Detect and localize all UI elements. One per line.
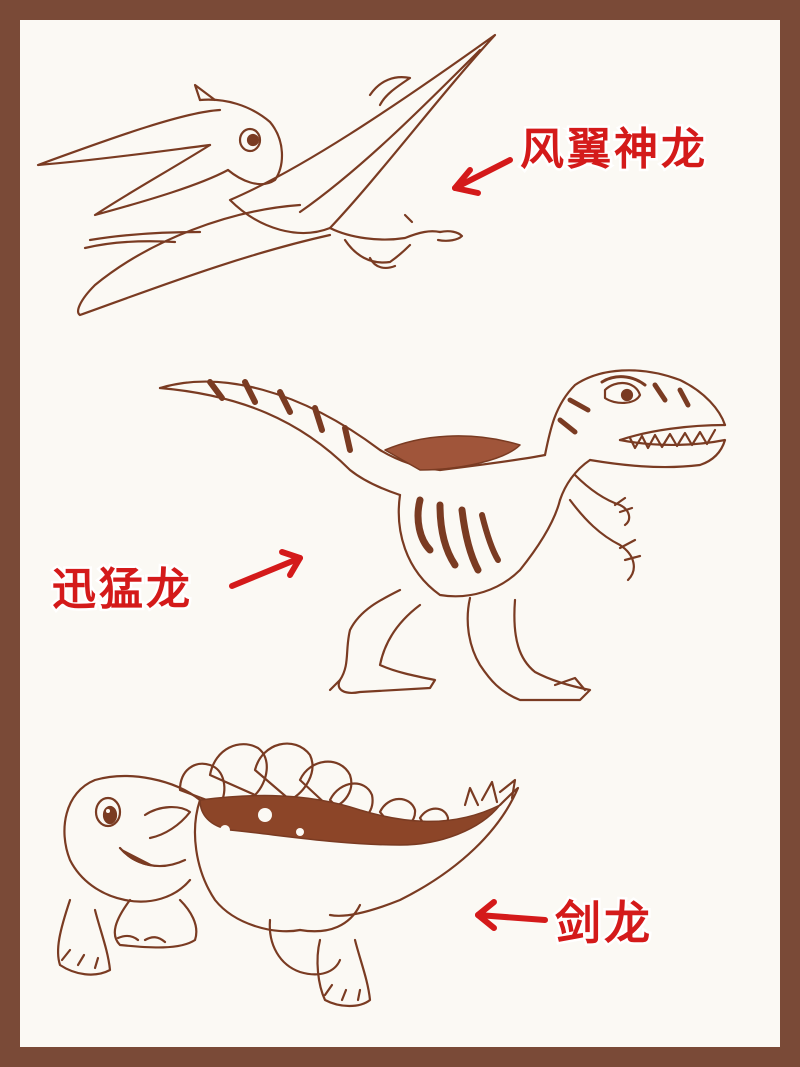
stegosaurus-label: 剑龙 [553, 896, 653, 950]
arrow-to-stegosaurus [475, 899, 548, 931]
arrow-to-raptor [229, 549, 303, 589]
arrow-to-pterosaur [452, 157, 513, 196]
pterosaur-label: 风翼神龙 [518, 124, 708, 175]
raptor-label: 迅猛龙 [50, 564, 193, 615]
stegosaurus-drawing [56, 742, 520, 1008]
pterosaur-drawing [36, 33, 497, 317]
raptor-drawing [158, 369, 727, 702]
